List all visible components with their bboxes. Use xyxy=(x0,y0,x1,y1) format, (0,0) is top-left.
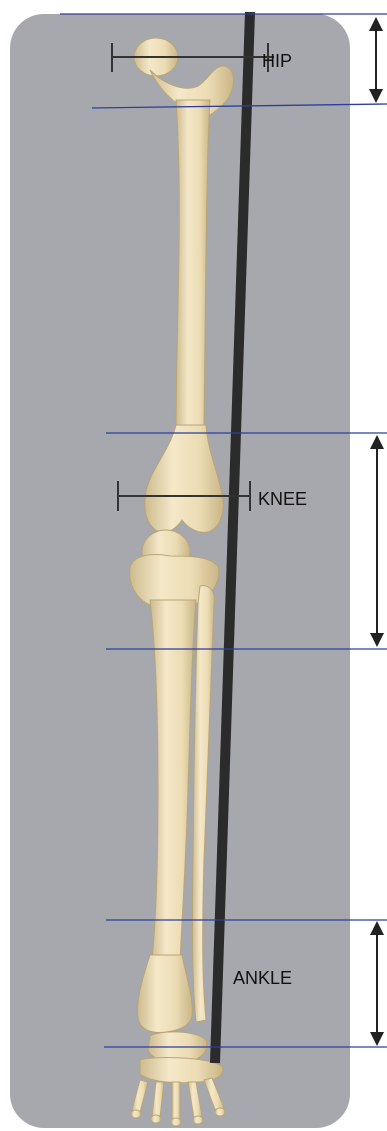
knee-label: KNEE xyxy=(258,489,307,509)
hip-label: HIP xyxy=(262,51,292,71)
ankle-label: ANKLE xyxy=(233,968,292,988)
